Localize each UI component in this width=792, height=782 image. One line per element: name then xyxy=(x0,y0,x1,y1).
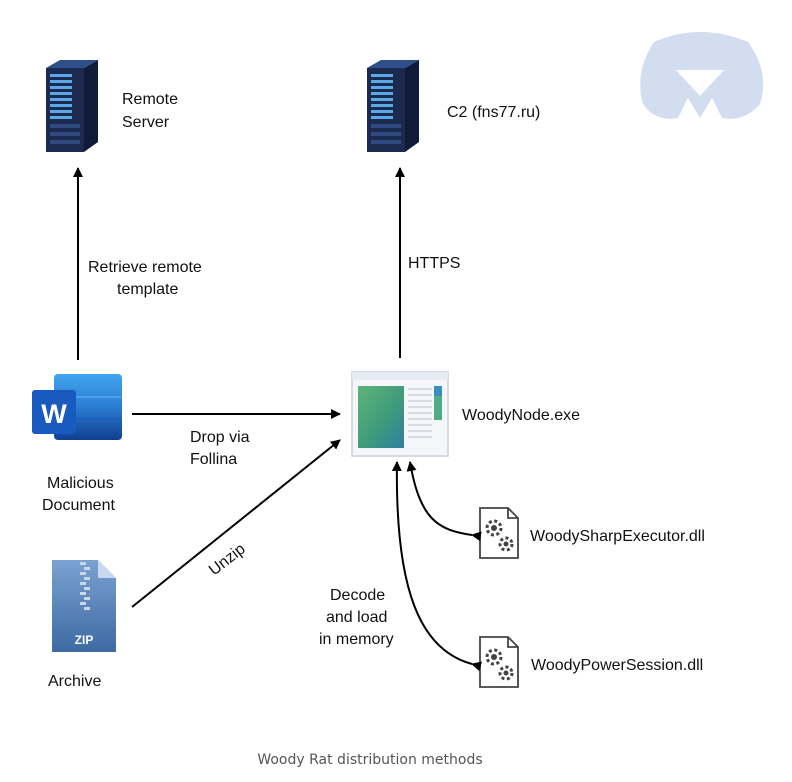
application-window-icon xyxy=(351,371,449,457)
remote-server-label: Remote xyxy=(122,91,178,108)
figure-caption: Woody Rat distribution methods xyxy=(257,752,483,768)
remote-server-label-line2: Server xyxy=(122,114,170,131)
word-app-letter: W xyxy=(41,399,67,429)
woodynode-label: WoodyNode.exe xyxy=(462,407,580,424)
sharp-executor-label: WoodySharpExecutor.dll xyxy=(530,528,705,545)
remote-server-icon xyxy=(46,60,98,152)
retrieve-label-line2: template xyxy=(117,281,178,298)
sharp-executor-arrow xyxy=(406,461,482,542)
power-session-label: WoodyPowerSession.dll xyxy=(531,657,703,674)
decode-label-line3: in memory xyxy=(319,631,394,648)
word-document-icon: W xyxy=(32,374,122,440)
drop-label: Drop via xyxy=(190,429,250,446)
zip-badge: ZIP xyxy=(75,633,94,647)
archive-label: Archive xyxy=(48,673,101,690)
malicious-document-label: Malicious xyxy=(47,475,114,492)
unzip-label: Unzip xyxy=(206,541,249,580)
power-session-arrow xyxy=(391,461,482,672)
decode-label-line2: and load xyxy=(326,609,387,626)
c2-label: C2 (fns77.ru) xyxy=(447,104,540,121)
https-label: HTTPS xyxy=(408,255,460,272)
malwarebytes-logo-icon xyxy=(640,32,764,119)
dll-gear-icon xyxy=(479,507,519,559)
decode-label: Decode xyxy=(330,587,385,604)
retrieve-label: Retrieve remote xyxy=(88,259,202,276)
zip-archive-icon: ZIP xyxy=(52,560,116,652)
unzip-arrow xyxy=(131,439,341,608)
malicious-document-label-line2: Document xyxy=(42,497,115,514)
c2-server-icon xyxy=(367,60,419,152)
drop-label-line2: Follina xyxy=(190,451,237,468)
dll-gear-icon xyxy=(479,636,519,688)
